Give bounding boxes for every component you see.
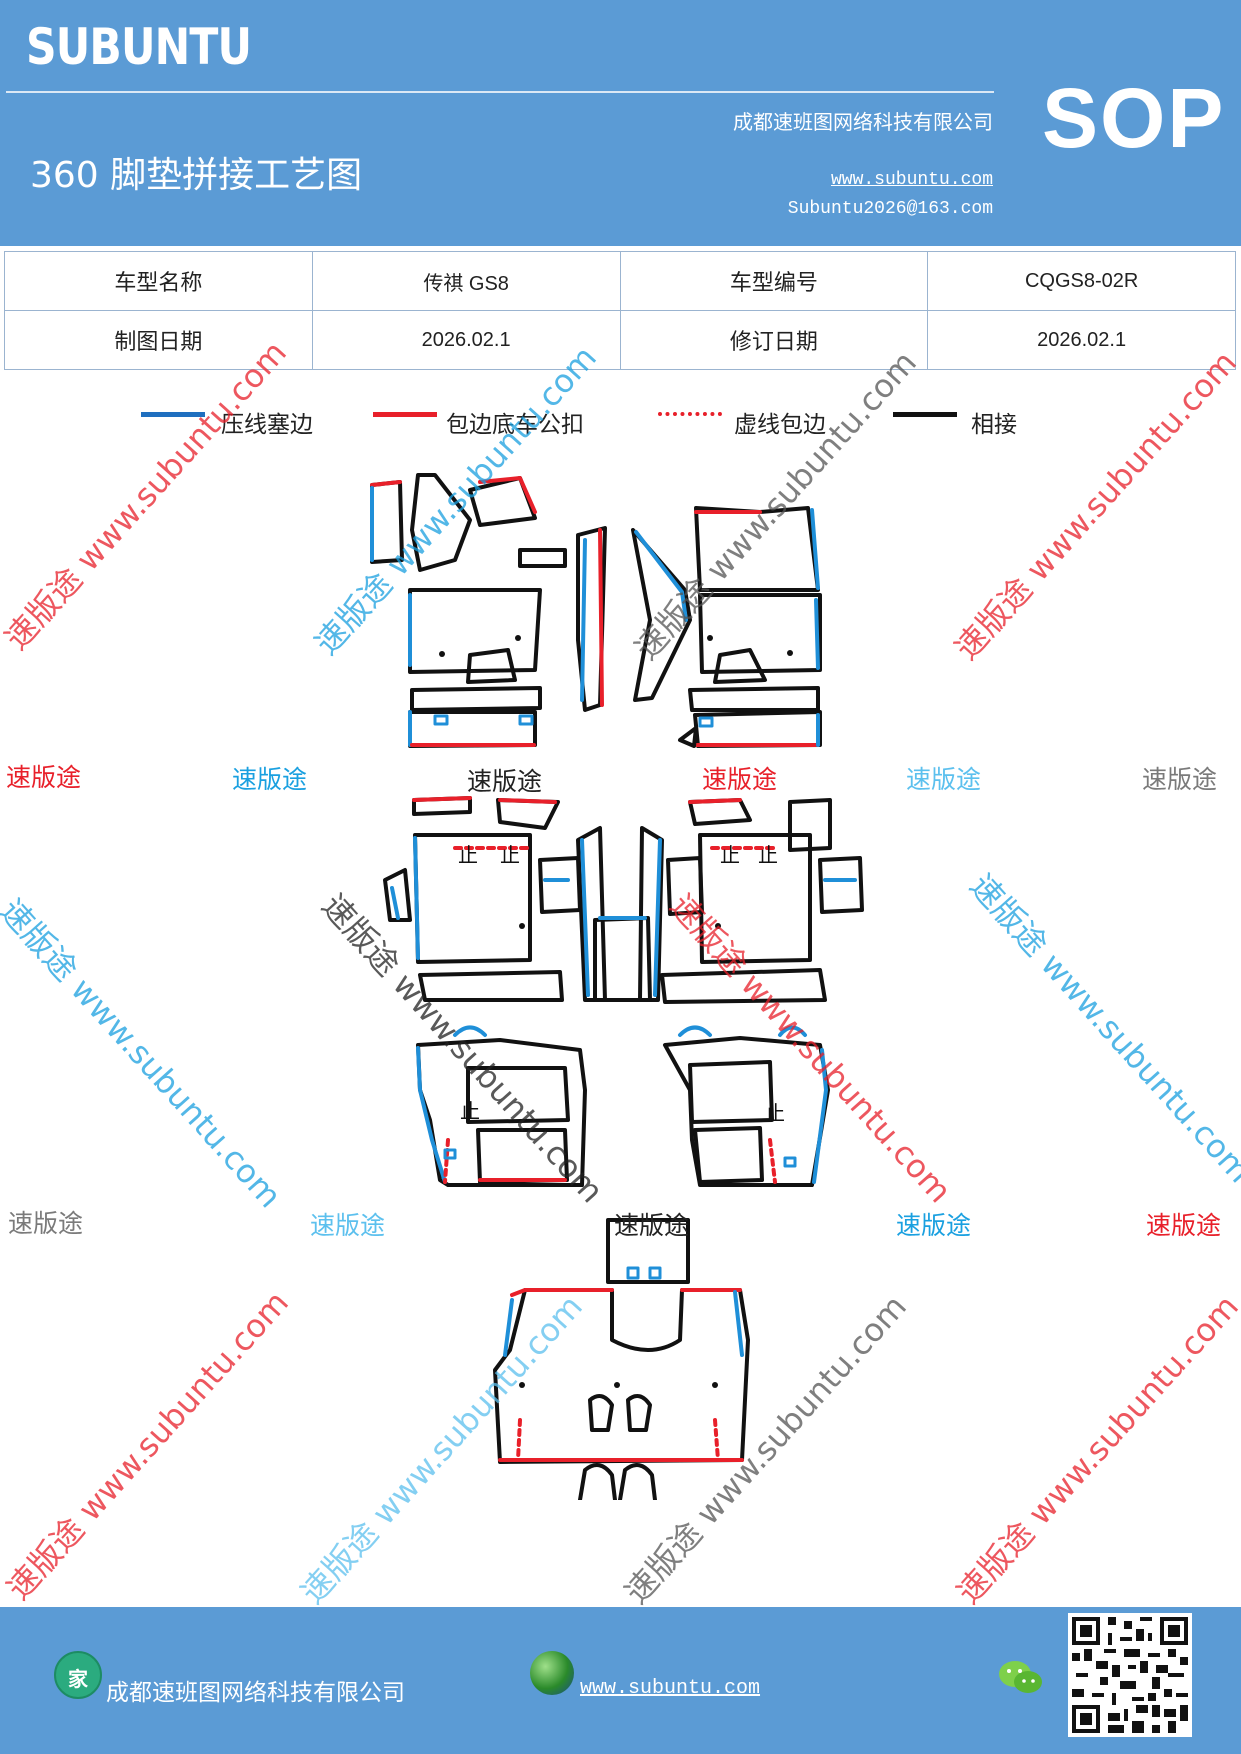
website-link[interactable]: www.subuntu.com [830, 170, 993, 190]
rear-right-mat: 止 [663, 1025, 830, 1187]
watermark: 速版途 [1146, 1211, 1222, 1240]
watermark: 速版途 [702, 765, 778, 794]
watermark: 速版途 [232, 765, 308, 794]
stop-mark: 止 [500, 843, 520, 867]
value-revision-date: 2026.02.1 [927, 310, 1236, 370]
brand-logo: SUBUNTU [26, 18, 252, 76]
stop-mark: 止 [460, 1099, 480, 1123]
stop-mark: 止 [765, 1101, 785, 1125]
watermark: 速版途 [896, 1211, 972, 1240]
legend: 压线塞边 包边底车公扣 虚线包边 相接 [0, 401, 1241, 441]
globe-icon [530, 1651, 574, 1695]
watermark: 速版途 [906, 765, 982, 794]
stop-mark: 止 [758, 843, 778, 867]
footer-website-link[interactable]: www.subuntu.com [580, 1677, 761, 1700]
stop-mark: 止 [720, 843, 740, 867]
legend-swatch [658, 412, 722, 416]
label-model-name: 车型名称 [4, 251, 313, 311]
watermark: 速版途 [6, 763, 82, 792]
legend-swatch [373, 412, 437, 417]
value-model-name: 传祺 GS8 [311, 251, 621, 311]
legend-label: 相接 [971, 412, 1017, 438]
header-divider [6, 91, 994, 93]
watermark: 速版途 [1142, 765, 1218, 794]
rear-left-mat: 止 [416, 1025, 587, 1187]
center-console-mat [576, 826, 664, 1002]
email-address: Subuntu2026@163.com [787, 199, 993, 219]
middle-right-mat: 止 止 [660, 798, 864, 1004]
table-row: 车型名称 传祺 GS8 车型编号 CQGS8-02R [4, 251, 1236, 311]
wechat-icon [999, 1661, 1042, 1693]
table-row: 制图日期 2026.02.1 修订日期 2026.02.1 [4, 310, 1236, 370]
page-title: 360 脚垫拼接工艺图 [30, 155, 363, 196]
front-left-mat [370, 473, 607, 748]
middle-left-mat: 止 止 [383, 796, 582, 1002]
legend-swatch [893, 412, 957, 417]
watermark: 速版途 [467, 767, 543, 796]
home-icon: 家 [54, 1651, 102, 1699]
footer-company: 成都速班图网络科技有限公司 [106, 1680, 405, 1706]
sop-badge: SOP [1042, 71, 1226, 165]
company-name: 成都速班图网络科技有限公司 [733, 110, 993, 134]
legend-label: 包边底车公扣 [446, 412, 584, 438]
value-model-code: CQGS8-02R [927, 251, 1236, 311]
qr-code [1068, 1613, 1192, 1737]
value-draw-date: 2026.02.1 [311, 310, 621, 370]
legend-swatch [141, 412, 205, 417]
watermark: 速版途 [8, 1209, 84, 1238]
stop-mark: 止 [458, 843, 478, 867]
legend-label: 虚线包边 [734, 412, 826, 438]
footer-banner: 家 成都速班图网络科技有限公司 www.subuntu.com [0, 1607, 1241, 1754]
legend-label: 压线塞边 [221, 412, 313, 438]
watermark: 速版途 [310, 1211, 386, 1240]
home-icon-glyph: 家 [68, 1667, 88, 1691]
label-model-code: 车型编号 [619, 251, 929, 311]
vehicle-info-table: 车型名称 传祺 GS8 车型编号 CQGS8-02R 制图日期 2026.02.… [4, 251, 1236, 370]
watermark: 速版途 [614, 1211, 690, 1240]
header-banner: SUBUNTU 成都速班图网络科技有限公司 SOP 360 脚垫拼接工艺图 ww… [0, 0, 1241, 246]
trunk-mat [493, 1218, 750, 1500]
label-draw-date: 制图日期 [4, 310, 313, 370]
front-right-mat [631, 506, 822, 748]
mat-diagram: 止 止 止 止 止 [370, 473, 864, 1500]
